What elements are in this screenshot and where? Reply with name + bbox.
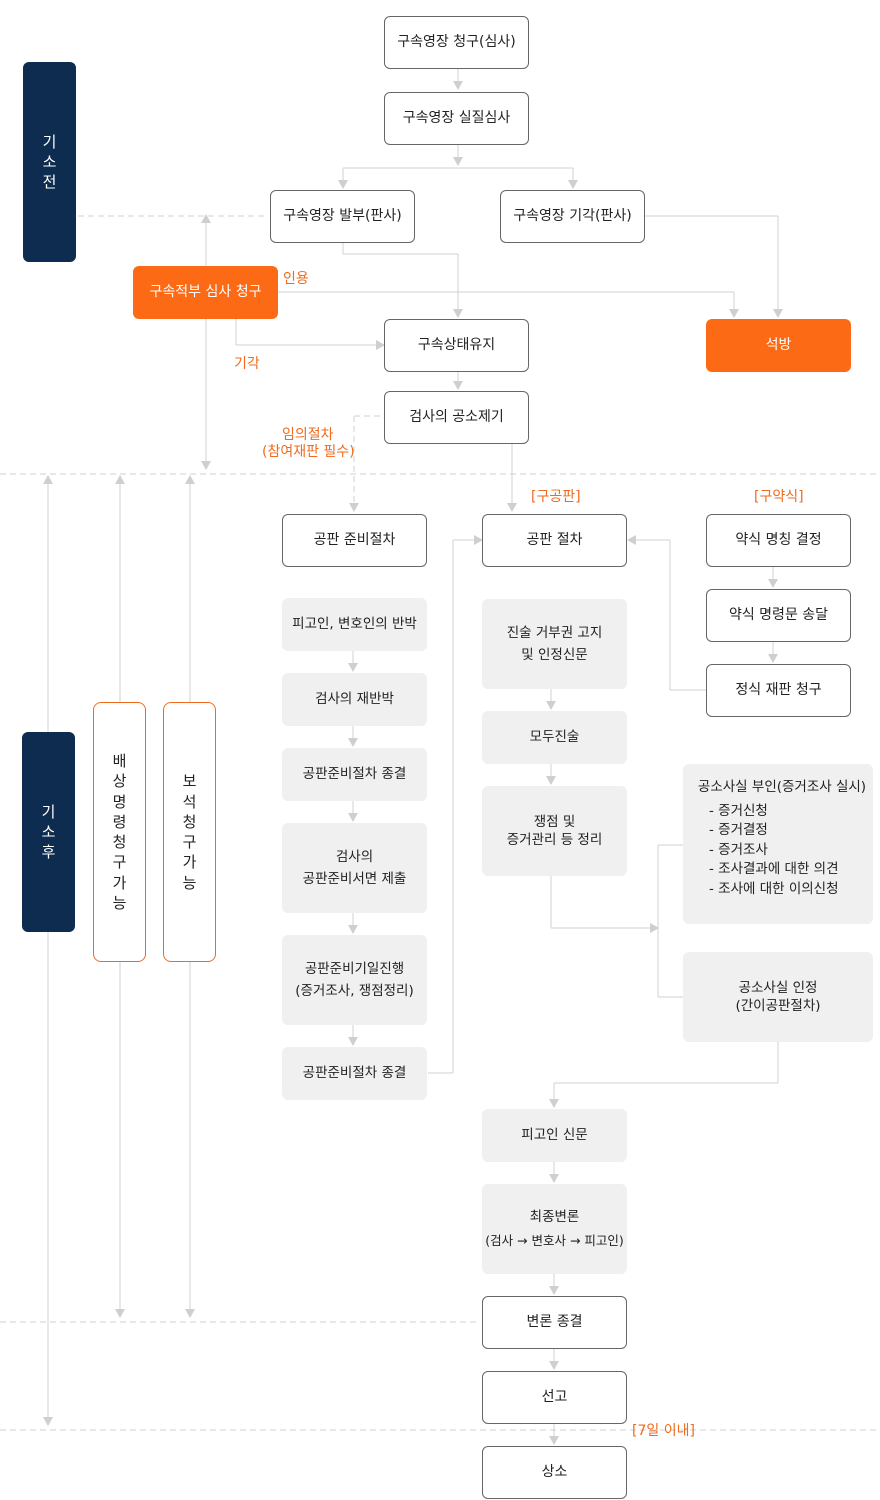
keep-detention-box: 구속상태유지 bbox=[384, 319, 529, 372]
summary-tag: [구약식] bbox=[754, 489, 804, 505]
pretrial-prep-box: 공판 준비절차 bbox=[282, 514, 427, 567]
final-argument-line1: 최종변론 bbox=[529, 1209, 580, 1226]
deny-item: - 증거신청 bbox=[709, 802, 768, 819]
rights-notice-box: 진술 거부권 고지 및 인정신문 bbox=[482, 599, 627, 689]
argument-close-box: 변론 종결 bbox=[482, 1296, 627, 1349]
prep-end-box-1: 공판준비절차 종결 bbox=[282, 748, 427, 801]
deny-item: - 증거조사 bbox=[709, 841, 768, 858]
summary-order-box: 약식 명령문 송달 bbox=[706, 589, 851, 642]
charge-admitted-line2: (간이공판절차) bbox=[735, 998, 821, 1014]
prep-document-line1: 검사의 bbox=[335, 848, 374, 865]
deny-item: - 증거결정 bbox=[709, 822, 768, 839]
issue-arrangement-line1: 쟁점 및 bbox=[533, 813, 576, 830]
trial-procedure-box: 공판 절차 bbox=[482, 514, 627, 567]
formal-trial-request-box: 정식 재판 청구 bbox=[706, 664, 851, 717]
prep-document-line2: 공판준비서면 제출 bbox=[302, 871, 407, 887]
prep-date-line1: 공판준비기일진행 bbox=[304, 960, 405, 977]
formal-trial-tag: [구공판] bbox=[531, 489, 581, 505]
rights-notice-line1: 진술 거부권 고지 bbox=[506, 624, 603, 641]
rights-notice-line2: 및 인정신문 bbox=[521, 647, 588, 663]
charge-denied-box: 공소사실 부인(증거조사 실시) - 증거신청 - 증거결정 - 증거조사 - … bbox=[683, 764, 873, 924]
detention-review-box: 구속적부 심사 청구 bbox=[133, 266, 278, 319]
reject-label: 기각 bbox=[234, 356, 260, 372]
indictment-box: 검사의 공소제기 bbox=[384, 391, 529, 444]
release-box: 석방 bbox=[706, 319, 851, 372]
warrant-dismissed-box: 구속영장 기각(판사) bbox=[500, 190, 645, 243]
sentence-box: 선고 bbox=[482, 1371, 627, 1424]
deny-item: - 조사에 대한 이의신청 bbox=[709, 880, 839, 897]
prosecutor-rebuttal-box: 검사의 재반박 bbox=[282, 673, 427, 726]
appeal-box: 상소 bbox=[482, 1446, 627, 1499]
jury-required-label: (참여재판 필수) bbox=[262, 444, 355, 460]
charge-admitted-box: 공소사실 인정 (간이공판절차) bbox=[683, 952, 873, 1042]
prep-date-box: 공판준비기일진행 (증거조사, 쟁점정리) bbox=[282, 935, 427, 1025]
prep-date-line2: (증거조사, 쟁점정리) bbox=[295, 983, 414, 999]
warrant-hearing-box: 구속영장 실질심사 bbox=[384, 92, 529, 145]
summary-decision-box: 약식 명칭 결정 bbox=[706, 514, 851, 567]
issue-arrangement-box: 쟁점 및 증거관리 등 정리 bbox=[482, 786, 627, 876]
deny-item: - 조사결과에 대한 의견 bbox=[709, 861, 839, 878]
issue-arrangement-line2: 증거관리 등 정리 bbox=[506, 832, 603, 848]
final-argument-box: 최종변론 (검사 → 변호사 → 피고인) bbox=[482, 1184, 627, 1274]
within-7-days-tag: [7일 이내] bbox=[632, 1423, 695, 1439]
opening-statement-box: 모두진술 bbox=[482, 711, 627, 764]
warrant-issued-box: 구속영장 발부(판사) bbox=[270, 190, 415, 243]
defense-rebuttal-box: 피고인, 변호인의 반박 bbox=[282, 598, 427, 651]
defendant-exam-box: 피고인 신문 bbox=[482, 1109, 627, 1162]
prep-document-box: 검사의 공판준비서면 제출 bbox=[282, 823, 427, 913]
charge-denied-title: 공소사실 부인(증거조사 실시) bbox=[697, 779, 867, 795]
warrant-request-box: 구속영장 청구(심사) bbox=[384, 16, 529, 69]
charge-admitted-line1: 공소사실 인정 bbox=[738, 979, 818, 996]
accept-label: 인용 bbox=[283, 271, 309, 287]
prep-end-box-2: 공판준비절차 종결 bbox=[282, 1047, 427, 1100]
final-argument-line2: (검사 → 변호사 → 피고인) bbox=[485, 1232, 624, 1248]
optional-procedure-label: 임의절차 bbox=[282, 427, 334, 443]
